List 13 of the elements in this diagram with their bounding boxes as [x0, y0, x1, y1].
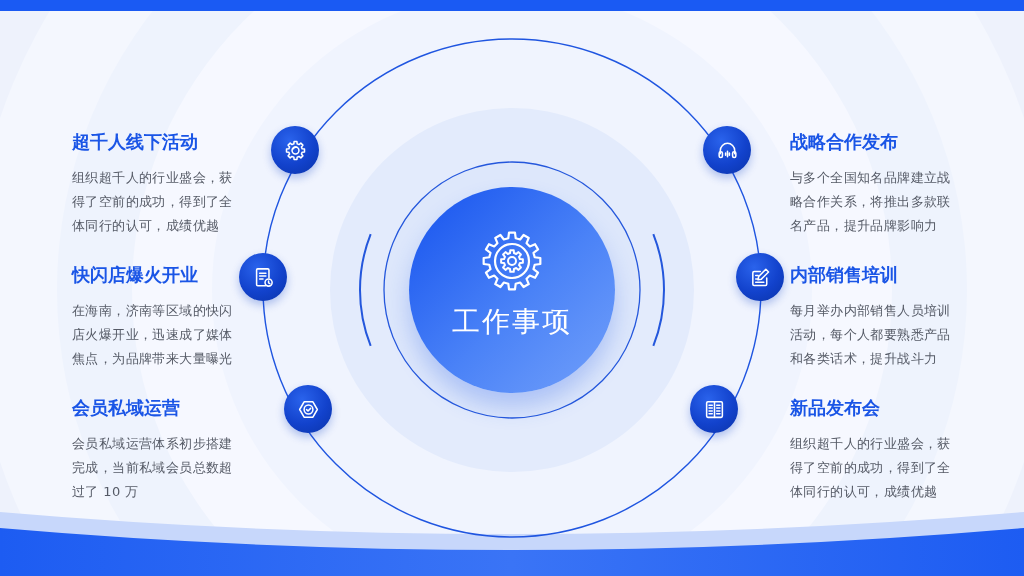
item-heading: 内部销售培训 [790, 263, 898, 287]
item-heading: 新品发布会 [790, 396, 880, 420]
item-heading: 超千人线下活动 [72, 130, 198, 154]
item-description: 在海南，济南等区域的快闪店火爆开业，迅速成了媒体焦点，为品牌带来大量曝光 [72, 302, 234, 368]
item-heading: 快闪店爆火开业 [72, 263, 198, 287]
hub-title: 工作事项 [452, 305, 572, 340]
item-heading: 会员私域运营 [72, 396, 180, 420]
item-description: 会员私域运营体系初步搭建完成，当前私域会员总数超过了 10 万 [72, 435, 234, 501]
item-description: 与多个全国知名品牌建立战略合作关系，将推出多款联名产品，提升品牌影响力 [790, 169, 952, 235]
item-description: 组织超千人的行业盛会，获得了空前的成功，得到了全体同行的认可，成绩优越 [72, 169, 234, 235]
item-description: 每月举办内部销售人员培训活动，每个人都要熟悉产品和各类话术，提升战斗力 [790, 302, 952, 368]
item-description: 组织超千人的行业盛会，获得了空前的成功，得到了全体同行的认可，成绩优越 [790, 435, 952, 501]
item-heading: 战略合作发布 [790, 130, 898, 154]
